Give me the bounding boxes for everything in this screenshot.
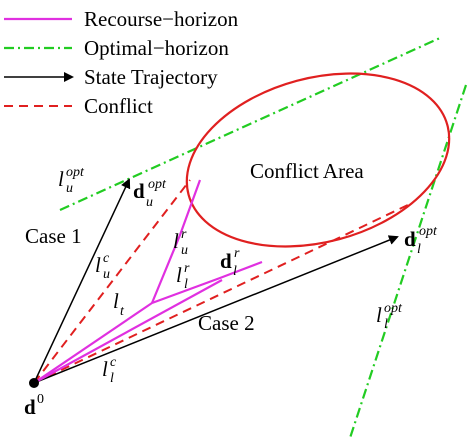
svg-text:opt: opt: [419, 224, 438, 239]
svg-text:d: d: [24, 395, 36, 419]
state-trajectories: [33, 178, 399, 384]
label-l-u-c: l u c: [95, 251, 110, 282]
svg-text:0: 0: [37, 392, 44, 407]
svg-text:d: d: [133, 179, 145, 203]
svg-text:r: r: [234, 246, 240, 261]
label-d-l-opt: d l opt: [404, 224, 438, 257]
trajectory-case2: [33, 235, 399, 384]
conflict-area-label: Conflict Area: [250, 159, 364, 183]
svg-text:c: c: [110, 355, 117, 370]
legend-trajectory-label: State Trajectory: [84, 65, 218, 89]
svg-text:opt: opt: [66, 165, 85, 180]
conflict-line-lower: [33, 202, 413, 384]
recourse-path-lt: [33, 302, 153, 384]
svg-text:d: d: [404, 227, 416, 251]
svg-text:l: l: [184, 277, 188, 292]
conflict-area-ellipse: [185, 72, 451, 248]
label-l-l-r: l l r: [176, 261, 190, 292]
svg-text:l: l: [95, 253, 101, 277]
svg-text:r: r: [184, 261, 190, 276]
case1-label: Case 1: [25, 224, 82, 248]
svg-text:opt: opt: [384, 301, 403, 316]
svg-text:l: l: [417, 242, 421, 257]
origin-point-d0: [29, 378, 39, 388]
svg-text:u: u: [66, 181, 73, 196]
svg-text:r: r: [181, 227, 187, 242]
label-l-l-c: l l c: [102, 355, 117, 386]
legend-conflict-label: Conflict: [84, 94, 153, 118]
legend-recourse-label: Recourse−horizon: [84, 7, 239, 31]
svg-text:u: u: [146, 195, 153, 210]
svg-text:d: d: [220, 249, 232, 273]
svg-text:l: l: [176, 263, 182, 287]
conflict-line-upper: [33, 179, 191, 384]
label-d-zero: d 0: [24, 392, 44, 419]
label-d-l-r: d l r: [220, 246, 240, 279]
legend-optimal-label: Optimal−horizon: [84, 36, 229, 60]
svg-text:u: u: [181, 243, 188, 258]
svg-text:l: l: [58, 167, 64, 191]
case2-label: Case 2: [198, 311, 255, 335]
svg-text:c: c: [103, 251, 110, 266]
svg-text:t: t: [120, 304, 125, 319]
label-l-u-opt: l u opt: [58, 165, 85, 196]
recourse-horizon-paths: [33, 179, 263, 384]
optimal-horizon-upper: [59, 36, 441, 212]
legend: Recourse−horizon Optimal−horizon State T…: [4, 7, 239, 118]
svg-text:l: l: [376, 303, 382, 327]
recourse-path-lower-c: [33, 279, 223, 384]
recourse-path-lower: [151, 260, 263, 305]
trajectory-case1: [33, 178, 131, 384]
label-l-u-r: l u r: [173, 227, 188, 258]
label-l-t: l t: [113, 289, 125, 319]
svg-text:l: l: [233, 264, 237, 279]
conflict-lines: [33, 179, 413, 384]
svg-text:opt: opt: [148, 177, 167, 192]
optimal-horizon-lower: [348, 84, 468, 439]
svg-text:l: l: [110, 371, 114, 386]
svg-text:l: l: [384, 317, 388, 332]
svg-text:l: l: [173, 229, 179, 253]
label-d-u-opt: d u opt: [133, 177, 167, 210]
label-l-l-opt: l l opt: [376, 301, 403, 332]
svg-text:l: l: [102, 357, 108, 381]
svg-text:u: u: [103, 267, 110, 282]
svg-text:l: l: [113, 289, 119, 313]
recourse-path-upper: [150, 179, 202, 304]
